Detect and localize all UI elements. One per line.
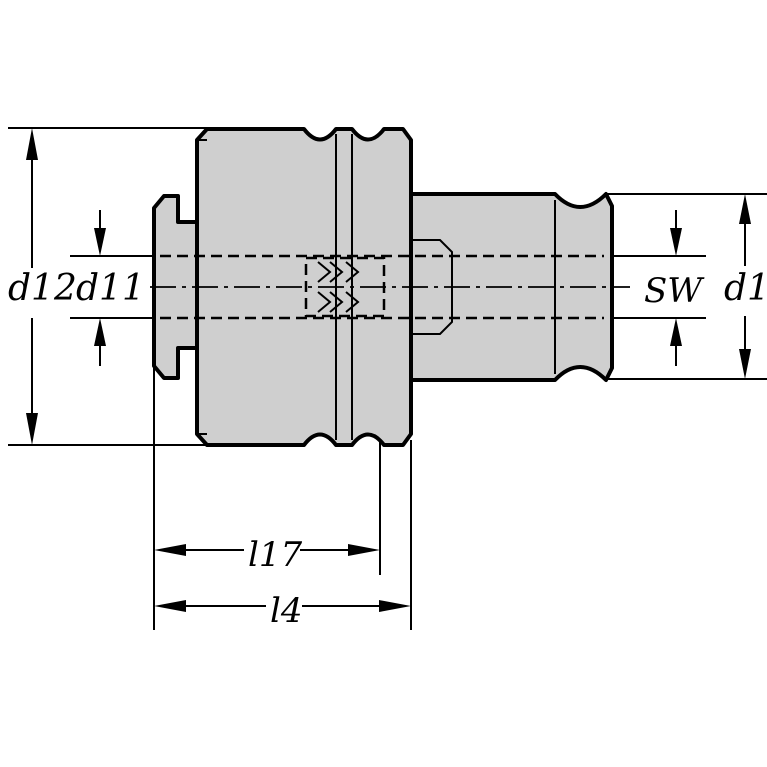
label-d12: d12 bbox=[8, 268, 77, 309]
extension-lines bbox=[8, 127, 767, 630]
dimension-labels: d12 d11 SW d1 l17 l4 bbox=[8, 268, 767, 631]
label-l17: l17 bbox=[248, 535, 303, 575]
dimension-sw bbox=[670, 210, 682, 366]
dimension-l17 bbox=[154, 544, 380, 556]
dimension-d1 bbox=[739, 194, 751, 379]
label-l4: l4 bbox=[270, 591, 303, 631]
main-body bbox=[195, 127, 413, 447]
label-sw: SW bbox=[644, 271, 705, 311]
label-d1: d1 bbox=[724, 268, 767, 309]
dimension-l4 bbox=[154, 600, 411, 612]
dimension-d12 bbox=[26, 128, 38, 445]
label-d11: d11 bbox=[76, 268, 145, 309]
hidden-lines bbox=[150, 254, 630, 320]
dimension-d11 bbox=[94, 210, 106, 366]
